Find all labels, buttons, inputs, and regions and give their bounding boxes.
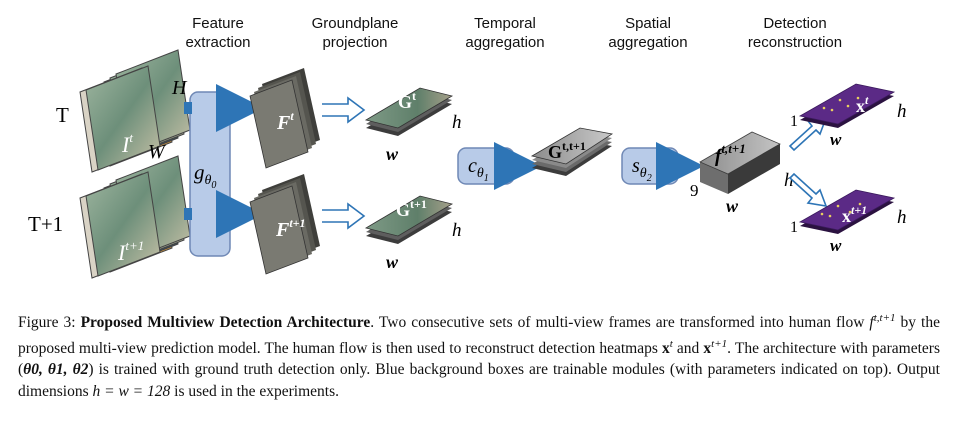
caption-title: Proposed Multiview Detection Architectur… — [80, 314, 371, 332]
caption-math: t+1 — [711, 337, 728, 350]
stage-temporal-aggregation: Temporal aggregation — [450, 14, 560, 52]
frame-label-it: It — [121, 130, 133, 157]
input-arrow-stub-t1 — [184, 208, 192, 220]
c-theta1-label: cθ1 — [468, 155, 489, 184]
caption-math: x — [703, 339, 712, 357]
reconstruction-arrow-t — [788, 116, 828, 152]
human-flow-block — [699, 131, 781, 194]
input-arrow-stub-t — [184, 102, 192, 114]
dim-h-label-gt1: h — [452, 220, 462, 241]
dim-w-label-xt: w — [830, 130, 842, 149]
caption-math: x — [662, 339, 670, 357]
groundplane-label-gtt1: Gt,t+1 — [548, 139, 586, 162]
caption-math: θ0, θ1, θ2 — [23, 361, 89, 379]
dim-h-label-gt: h — [452, 112, 462, 133]
projection-arrow-t — [322, 96, 366, 124]
projection-arrow-t1 — [322, 202, 366, 230]
caption-math: t — [669, 337, 673, 350]
dim-h-label-xt: h — [897, 101, 907, 122]
s-theta2-label: sθ2 — [632, 155, 652, 184]
caption-prefix: Figure 3: — [18, 314, 81, 332]
feature-map-ft1 — [249, 174, 320, 275]
time-label-t: T — [56, 103, 69, 127]
caption-text: ) is trained with ground truth detection… — [18, 361, 940, 400]
stage-label: Detection reconstruction — [747, 15, 843, 51]
channels-9-label: 9 — [690, 181, 699, 200]
dim-h-label-xt1: h — [897, 207, 907, 228]
stage-label: Groundplane projection — [311, 15, 399, 51]
stage-label: Spatial aggregation — [608, 15, 688, 51]
caption-text: and — [672, 339, 704, 357]
input-frames-t — [79, 49, 191, 173]
stage-label: Temporal aggregation — [465, 15, 545, 51]
caption-text: by the proposed multi-view prediction mo… — [18, 314, 940, 357]
human-flow-label: ft,t+1 — [715, 141, 746, 167]
feature-label-ft1: Ft+1 — [275, 216, 306, 241]
heatmap-label-xt1: xt+1 — [842, 203, 867, 226]
dim-W-label: W — [148, 141, 167, 163]
groundplane-label-gt: Gt — [398, 89, 416, 112]
caption-math: h = w = 128 — [92, 382, 171, 400]
dim-H-label: H — [171, 77, 188, 99]
caption-math: t,t+1 — [873, 312, 896, 324]
dim-w-label-flow: w — [726, 196, 739, 216]
caption-text: . The architecture with parameters ( — [18, 339, 940, 379]
groundplane-label-gt1: Gt+1 — [396, 197, 427, 220]
reconstruction-arrow-t1 — [788, 172, 828, 208]
groundplane-gt — [364, 87, 454, 136]
stage-detection-reconstruction: Detection reconstruction — [735, 14, 855, 52]
groundplane-gt1 — [364, 195, 454, 244]
architecture-diagram: T T+1 It It+1 H W gθ0 Ft Ft+1 Gt h w — [28, 49, 907, 279]
g-theta0-label: gθ0 — [194, 160, 216, 191]
figure-caption: Figure 3: Proposed Multiview Detection A… — [18, 308, 940, 402]
stage-spatial-aggregation: Spatial aggregation — [598, 14, 698, 52]
caption-text: is used in the experiments. — [170, 382, 340, 400]
heatmap-xt — [798, 83, 896, 128]
channels-1-label-b: 1 — [790, 219, 798, 236]
dim-h-label-flow: h — [784, 170, 794, 191]
feature-label-ft: Ft — [276, 109, 294, 134]
stage-groundplane-projection: Groundplane projection — [300, 14, 410, 52]
channels-1-label-a: 1 — [790, 113, 798, 130]
caption-math: f — [869, 314, 874, 332]
dim-w-label-xt1: w — [830, 236, 842, 255]
stage-feature-extraction: Feature extraction — [173, 14, 263, 52]
time-label-t1: T+1 — [28, 212, 63, 236]
dim-w-label-gt1: w — [386, 252, 399, 272]
input-frames-t1 — [79, 155, 191, 279]
dim-w-label-gt: w — [386, 144, 399, 164]
heatmap-label-xt: xt — [856, 93, 869, 116]
heatmap-xt1 — [798, 189, 896, 234]
caption-text: . Two consecutive sets of multi-view fra… — [370, 314, 870, 332]
frame-label-it1: It+1 — [117, 238, 144, 265]
feature-map-ft — [249, 68, 320, 169]
stage-label: Feature extraction — [185, 15, 251, 51]
aggregated-groundplane-gtt1 — [530, 127, 614, 176]
